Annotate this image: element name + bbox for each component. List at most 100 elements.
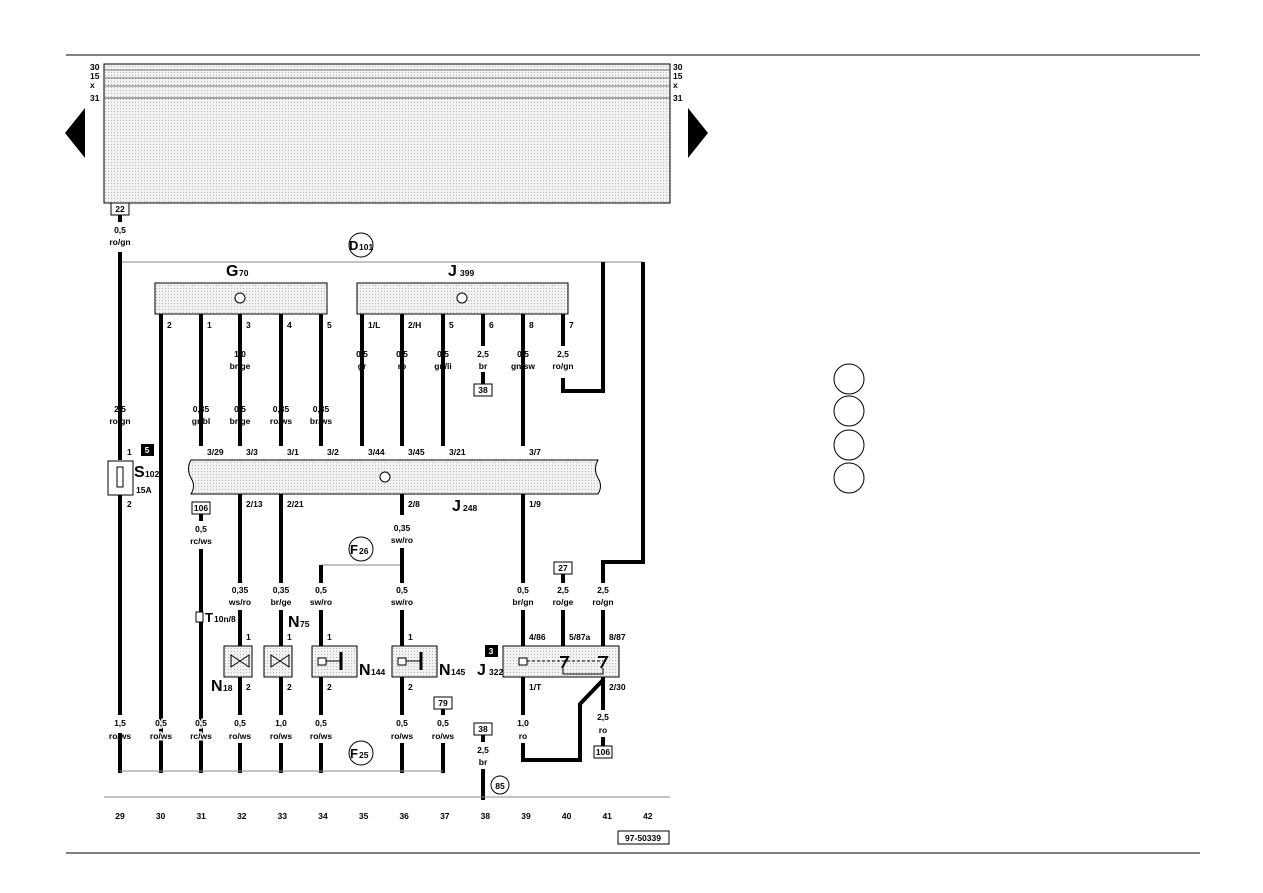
wire-b36-color: ro/ws [391,731,413,741]
track-number: 37 [440,811,450,821]
track-number: 35 [359,811,369,821]
wire-g5-size: 0,35 [313,404,330,414]
wire-g3-color: br/ge [230,416,251,426]
j322-switch-87-icon [598,656,609,669]
rail-label-x-left: x [90,80,95,90]
s102-rating: 15A [136,485,152,495]
j248-box [188,459,601,495]
wire-22-size: 0,5 [114,225,126,235]
j399-sub: 399 [460,268,474,278]
track-number: 38 [481,811,491,821]
wire-j1L-color: gr [358,361,367,371]
n75-id: N [288,614,300,631]
n18-id: N [211,678,223,695]
track-number: 41 [602,811,612,821]
track-number: 40 [562,811,572,821]
pin-c345: 3/45 [408,447,425,457]
ground-85: 85 [495,781,505,791]
wire-j6-size: 2,5 [477,349,489,359]
wire-b32-color: ro/ws [229,731,251,741]
f25-sub: 25 [359,750,369,760]
pin-s1: 1 [127,447,132,457]
wire-b36-size: 0,5 [396,718,408,728]
wire-j5-size: 0,5 [437,349,449,359]
pin-g4: 4 [287,320,292,330]
ref-106a: 106 [194,503,208,513]
pin-j6: 6 [489,320,494,330]
s102-badge-text: 5 [145,445,150,455]
wire-g1-color: gr/bl [192,416,210,426]
legend-circle-4 [833,462,865,494]
wire-b41-color: ro [599,725,608,735]
wire-32-size: 0,35 [232,585,249,595]
wire-j2H-size: 0,5 [396,349,408,359]
diagram-number-box [617,830,670,845]
ref-22: 22 [115,204,125,214]
wire-41-color: ro/gn [592,597,613,607]
f26-circle [348,536,374,562]
track-number: 39 [521,811,531,821]
ref-box-38a [473,383,493,397]
prev-page-arrow-icon[interactable] [65,108,85,158]
pin-n18t: 1 [246,632,251,642]
s102-sub: 102 [145,469,159,479]
g70-id: G [226,263,238,280]
ref-38b: 38 [478,724,488,734]
n75-sub: 75 [300,619,310,629]
pin-r230: 2/30 [609,682,626,692]
pin-n75b: 2 [287,682,292,692]
pin-c31: 3/1 [287,447,299,457]
wire-34-size: 0,5 [315,585,327,595]
wire-b31-size: 0,5 [195,718,207,728]
wire-b39-size: 1,0 [517,718,529,728]
pin-r887: 8/87 [609,632,626,642]
wire-j2H-color: ro [398,361,407,371]
wire-b37-size: 0,5 [437,718,449,728]
diagram-number: 97-50339 [625,833,661,843]
g70-sensor-icon [234,292,246,304]
pin-g5: 5 [327,320,332,330]
wire-40-color: ro/ge [553,597,574,607]
pin-c344: 3/44 [368,447,385,457]
pin-j1L: 1/L [368,320,380,330]
wire-j7-loop [561,262,605,393]
wire-g1-size: 0,35 [193,404,210,414]
wire-b30-color: ro/ws [150,731,172,741]
pin-c33: 3/3 [246,447,258,457]
wire-g4-color: ro/ws [270,416,292,426]
j248-id: J [452,498,461,515]
wire-b29-color: ro/ws [109,731,131,741]
j322-coil-icon [518,657,528,666]
fuse-icon [116,466,124,488]
rail-label-30-left: 30 [90,62,100,72]
ref-box-106b [593,745,613,759]
n145-sub: 145 [451,667,465,677]
j248-module-icon [379,471,391,483]
ground-85-circle [490,775,510,795]
ref-79: 79 [438,698,448,708]
j399-module-icon [456,292,468,304]
rail-label-15-right: 15 [673,71,683,81]
wire-b29-size: 1,5 [114,718,126,728]
f26-id: F [350,542,358,557]
wire-34-color: sw/ro [310,597,332,607]
wire-33-size: 0,35 [273,585,290,595]
legend-circle-1 [833,363,865,395]
n18-valve-icon [230,654,250,668]
wire-106-size: 0,5 [195,524,207,534]
track-number: 30 [156,811,166,821]
wire-b30-size: 0,5 [155,718,167,728]
wire-39-color: br/gn [512,597,533,607]
pin-c329: 3/29 [207,447,224,457]
wire-39-to-41 [521,678,605,762]
wire-g5-color: br/ws [310,416,332,426]
pin-n75t: 1 [287,632,292,642]
n18-valve-box [223,645,253,678]
pin-c37: 3/7 [529,447,541,457]
wire-b33-size: 1,0 [275,718,287,728]
next-page-arrow-icon[interactable] [688,108,708,158]
wire-g3a-size: 1,0 [234,349,246,359]
wire-b33-color: ro/ws [270,731,292,741]
wire-41-feed [601,262,645,583]
